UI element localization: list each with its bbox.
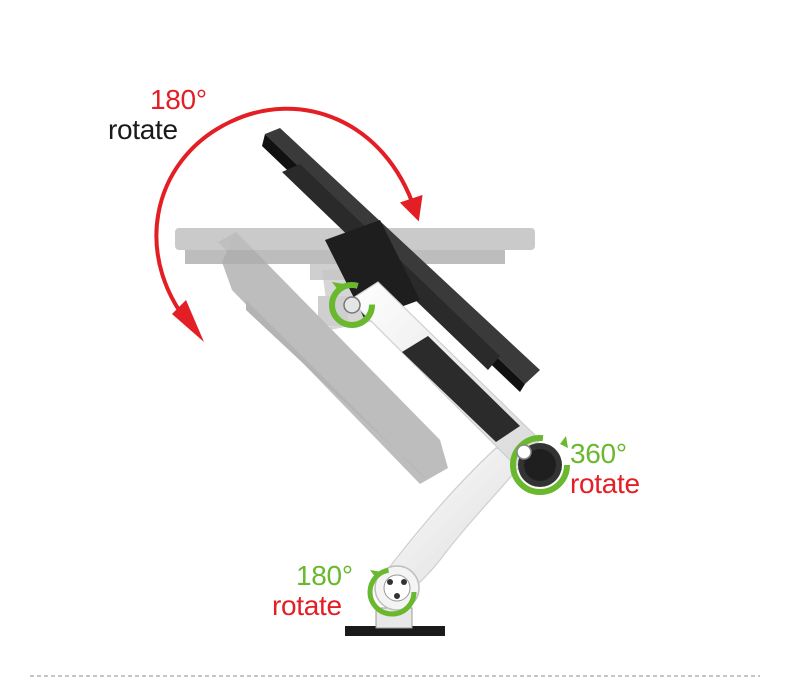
right-degrees-label: 360°	[570, 438, 627, 469]
rotation-arrow-icon	[154, 106, 423, 342]
ghost-monitor-tilted	[218, 232, 448, 484]
top-rotate-label: rotate	[108, 114, 178, 145]
pivot-icon-base	[367, 567, 417, 617]
monitor-black	[262, 128, 540, 392]
pivot-icon-head	[329, 282, 375, 328]
bottom-rotate-label: rotate	[272, 590, 342, 621]
right-rotate-label: rotate	[570, 468, 640, 499]
pivot-icon-elbow	[510, 435, 570, 495]
bottom-degrees-label: 180°	[296, 560, 353, 591]
base-mount	[345, 565, 445, 636]
top-degrees-label: 180°	[150, 84, 207, 115]
